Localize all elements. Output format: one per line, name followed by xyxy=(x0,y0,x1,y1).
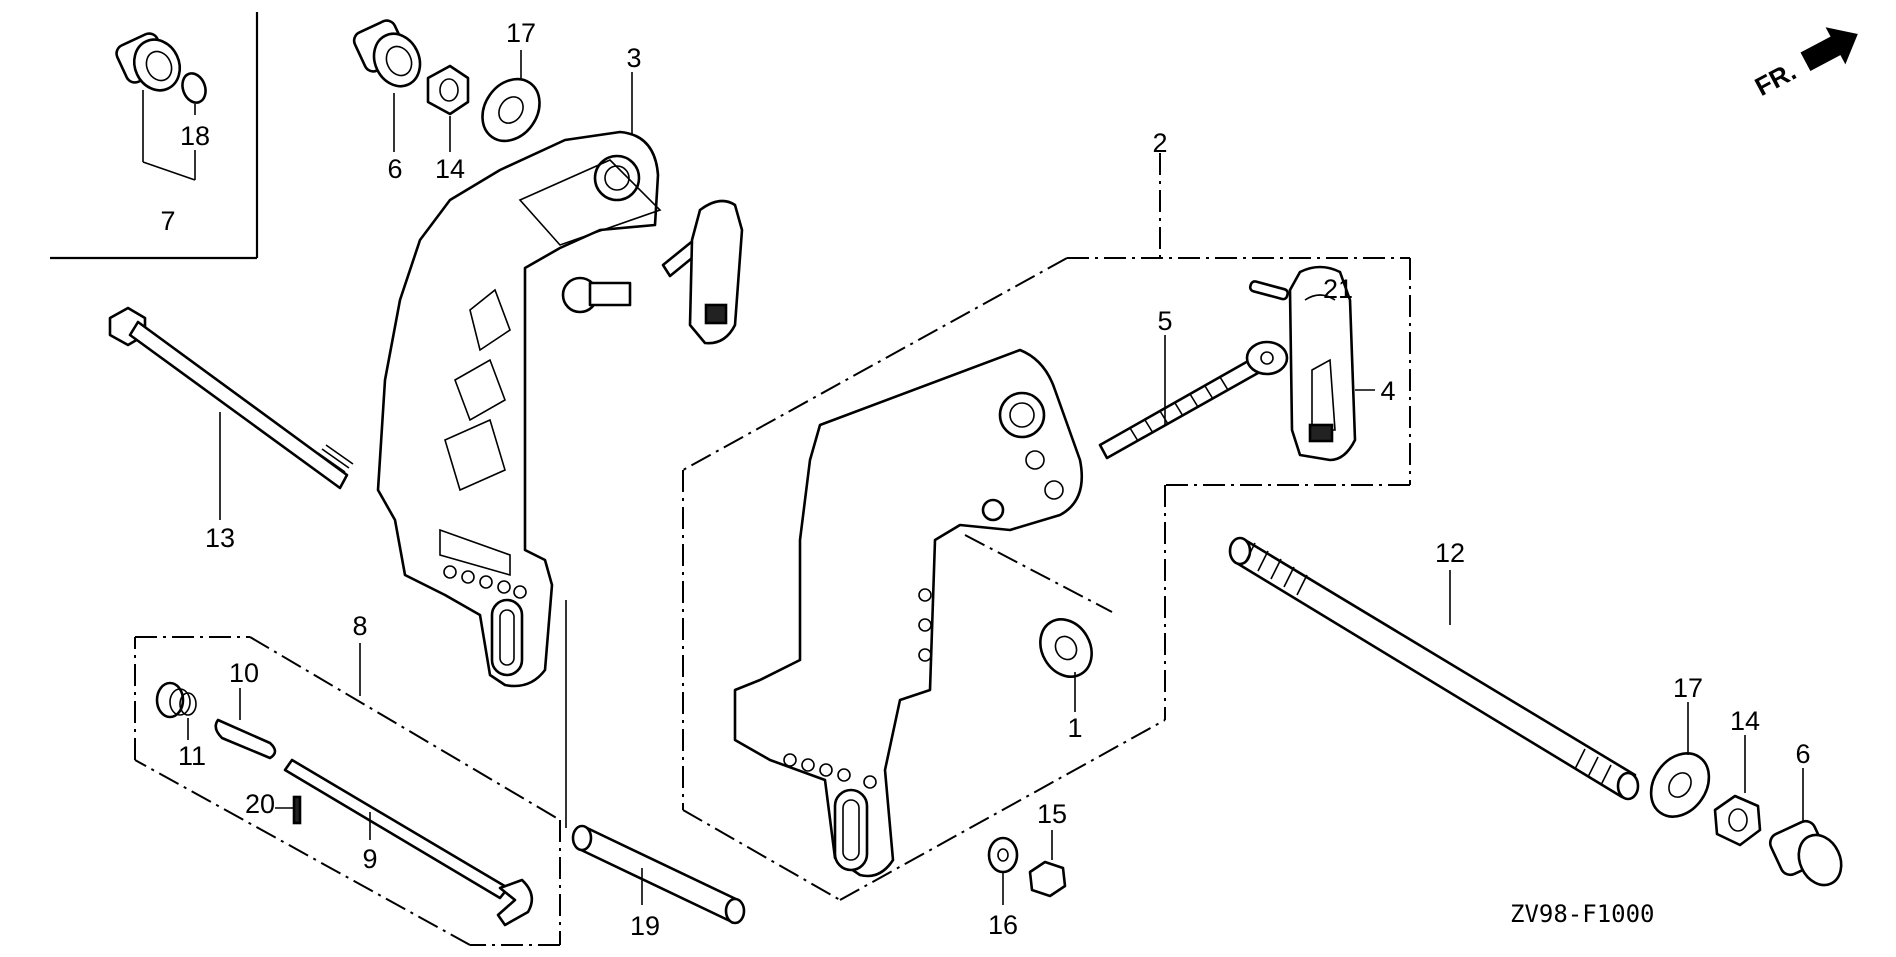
part-washer-16[interactable] xyxy=(987,836,1019,874)
part-bolt-bracket-3[interactable] xyxy=(561,276,632,314)
part-pin-20[interactable] xyxy=(292,795,302,825)
part-washer-17-right[interactable] xyxy=(1639,742,1721,828)
callout-12: 12 xyxy=(1435,538,1465,568)
part-thumbscrew-bracket-3[interactable] xyxy=(661,199,744,345)
part-knob-cap-6-top[interactable] xyxy=(351,18,428,94)
callout-6-right: 6 xyxy=(1795,739,1810,769)
part-knob-cap-6-right[interactable] xyxy=(1767,818,1849,892)
callout-6-top: 6 xyxy=(387,154,402,184)
part-clamp-bracket-3[interactable] xyxy=(376,130,662,688)
leaders-right xyxy=(1687,702,1804,822)
part-threaded-rod-5[interactable] xyxy=(1098,340,1289,460)
callout-5: 5 xyxy=(1157,306,1172,336)
part-knob-cap-left[interactable] xyxy=(114,31,188,98)
front-direction-marker: FR. xyxy=(1750,27,1858,102)
callout-11: 11 xyxy=(178,741,206,771)
callout-19: 19 xyxy=(630,911,660,941)
front-direction-arrow-icon xyxy=(1800,27,1858,72)
callout-4: 4 xyxy=(1380,376,1395,406)
leaders-19 xyxy=(565,600,643,905)
callout-8: 8 xyxy=(352,611,367,641)
part-pin-21[interactable] xyxy=(1248,280,1290,301)
leaders-lower-left xyxy=(187,643,371,840)
part-rod-9[interactable] xyxy=(283,758,534,927)
leaders-top-center xyxy=(393,50,633,152)
callout-14-top: 14 xyxy=(435,154,465,184)
front-label: FR. xyxy=(1750,56,1801,102)
part-nut-14-right[interactable] xyxy=(1713,794,1762,847)
part-nut-15[interactable] xyxy=(1028,860,1067,898)
leader-7-18 xyxy=(142,90,196,181)
callout-2: 2 xyxy=(1152,128,1167,158)
callout-20: 20 xyxy=(245,789,275,819)
group-outline-8 xyxy=(134,636,561,946)
callout-3: 3 xyxy=(626,43,641,73)
callout-15: 15 xyxy=(1037,799,1067,829)
part-lever-4[interactable] xyxy=(1288,265,1357,462)
callout-16: 16 xyxy=(988,910,1018,940)
callout-10: 10 xyxy=(229,658,259,688)
group-outline-2 xyxy=(682,153,1411,901)
part-washer-17-top[interactable] xyxy=(471,68,551,152)
callout-17-top: 17 xyxy=(506,18,536,48)
callout-13: 13 xyxy=(205,523,235,553)
part-spring-11[interactable] xyxy=(155,681,197,719)
part-washer-1[interactable] xyxy=(1030,610,1102,686)
callout-18: 18 xyxy=(180,121,210,151)
callout-17-right: 17 xyxy=(1673,673,1703,703)
part-clamp-bracket-2[interactable] xyxy=(733,348,1084,878)
callout-7: 7 xyxy=(160,206,175,236)
part-tube-19[interactable] xyxy=(571,824,746,925)
callout-14-right: 14 xyxy=(1730,706,1760,736)
part-shaft-12[interactable] xyxy=(1228,536,1640,801)
callout-21: 21 xyxy=(1323,274,1353,304)
diagram-code: ZV98-F1000 xyxy=(1510,900,1655,928)
leaders-15-16 xyxy=(1002,830,1053,905)
part-nut-14-top[interactable] xyxy=(426,64,470,116)
part-long-bolt-13[interactable] xyxy=(108,306,354,490)
part-washer-18[interactable] xyxy=(179,70,210,106)
callout-9: 9 xyxy=(362,844,377,874)
part-plate-10[interactable] xyxy=(214,718,277,760)
kit-bracket-top-left xyxy=(50,12,259,260)
callout-1: 1 xyxy=(1067,713,1082,743)
